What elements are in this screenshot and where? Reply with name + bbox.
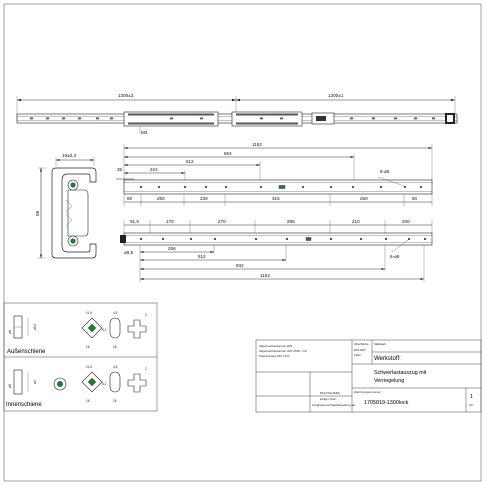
ball-bearings bbox=[128, 113, 298, 125]
svg-text:2: 2 bbox=[145, 367, 147, 371]
outer-rail-side-view: 1152 864 512 224 35 bbox=[116, 142, 433, 206]
outer-hole-label: 6-ø5 bbox=[380, 169, 390, 174]
dim-inner-170: 170 bbox=[166, 219, 174, 224]
tolerance-note: Toleranzweg DIN 7167 bbox=[259, 354, 290, 358]
tolerance-note: Allgemeintoleranzen DIN bbox=[259, 344, 292, 348]
sheet-frame bbox=[3, 3, 482, 482]
drawing-title: Schwerlastauszug mit bbox=[374, 370, 427, 376]
svg-text:ø4: ø4 bbox=[33, 380, 37, 384]
dim-inner-832: 832 bbox=[236, 263, 244, 268]
svg-text:5,2: 5,2 bbox=[102, 328, 107, 332]
drawing-number: 1705819-1300lock bbox=[364, 400, 409, 406]
svg-text:16: 16 bbox=[113, 399, 117, 403]
drawing-number-label: Zeichnungsnummer: bbox=[354, 390, 382, 394]
svg-text:ø6: ø6 bbox=[8, 330, 12, 334]
dim-outer-864: 864 bbox=[224, 151, 232, 156]
dim-outer-512: 512 bbox=[186, 159, 194, 164]
svg-text:16: 16 bbox=[86, 399, 90, 403]
dim-top-right: 1300±1 bbox=[328, 93, 344, 98]
dim-outer-250: 250 bbox=[360, 196, 368, 201]
company-line: MULTIGLIDES bbox=[320, 391, 340, 395]
dim-outer-315: 315 bbox=[272, 196, 280, 201]
title-block: Allgemeintoleranzen DIN Allgemeintoleran… bbox=[255, 339, 482, 413]
top-view-holes bbox=[30, 117, 435, 120]
svg-text:ø8: ø8 bbox=[8, 384, 12, 388]
dim-inner-200: 200 bbox=[402, 219, 410, 224]
dim-profile-width: 19±0,3 bbox=[62, 153, 76, 158]
svg-text:4,5: 4,5 bbox=[113, 311, 118, 315]
inner-rail-holes bbox=[140, 237, 426, 241]
dim-outer-230: 230 bbox=[200, 196, 208, 201]
tolerance-note: Allgemeintoleranzen ISO 2768 - mK bbox=[259, 349, 307, 353]
outer-detail-title: Außenschiene bbox=[7, 349, 46, 355]
profile-outline bbox=[51, 167, 97, 259]
dim-outer-1152: 1152 bbox=[252, 142, 262, 147]
company-line: Holger Graf bbox=[320, 397, 336, 401]
svg-text:ø6,2: ø6,2 bbox=[33, 323, 37, 330]
dim-inner-1152: 1152 bbox=[260, 273, 270, 278]
inner-hole-label: 6-ø5 bbox=[390, 254, 400, 259]
top-view: 1300±3 1300±1 bbox=[16, 93, 458, 135]
detail-views: Außenschiene ø6 ø6,2 11,5 16 4,5 5,2 16 … bbox=[3, 302, 158, 412]
dim-outer-260: 260 bbox=[157, 196, 165, 201]
svg-text:11,5: 11,5 bbox=[86, 365, 92, 369]
dim-inner-270: 270 bbox=[218, 219, 226, 224]
company-line: info@www.schwerlastauszug.de bbox=[312, 403, 355, 407]
inner-detail-title: Innenschiene bbox=[6, 402, 42, 408]
svg-text:5,2: 5,2 bbox=[102, 382, 107, 386]
surface-header: Oberfläche bbox=[354, 342, 369, 346]
dim-profile-height: 58 bbox=[35, 210, 40, 216]
profile-section: 19±0,3 58 bbox=[35, 153, 97, 259]
dim-top-left: 1300±3 bbox=[118, 93, 134, 98]
drawing-title: Verriegelung bbox=[374, 378, 404, 384]
dim-inner-512: 512 bbox=[198, 254, 206, 259]
material-label: Werkstoff: bbox=[374, 356, 401, 362]
scale-header: Maßstab bbox=[374, 342, 386, 346]
outer-rail-body bbox=[123, 179, 433, 195]
dim-outer-80b: 80 bbox=[412, 196, 418, 201]
sheet-size: A3 bbox=[469, 403, 473, 407]
svg-text:11,5: 11,5 bbox=[86, 311, 92, 315]
dim-outer-35: 35 bbox=[117, 167, 123, 172]
dim-inner-256: 256 bbox=[168, 246, 176, 251]
dim-inner-210: 210 bbox=[352, 219, 360, 224]
dim-m4: M4 bbox=[141, 130, 148, 135]
dim-inner-d9-5: ø9,5 bbox=[124, 250, 134, 255]
dim-outer-80a: 80 bbox=[127, 196, 133, 201]
svg-text:16: 16 bbox=[86, 345, 90, 349]
svg-text:4,5: 4,5 bbox=[113, 365, 118, 369]
sheet-number: 1 bbox=[470, 394, 473, 400]
svg-text:2: 2 bbox=[145, 313, 147, 317]
standard-line: DIN ISO bbox=[354, 348, 366, 352]
standard-line: 1302 bbox=[354, 353, 361, 357]
outer-rail-holes bbox=[140, 185, 422, 189]
svg-text:16: 16 bbox=[113, 345, 117, 349]
inner-rail-side-view: 91,5 170 270 295 210 200 6-ø5 ø9,5 bbox=[120, 219, 433, 282]
dim-inner-295: 295 bbox=[287, 219, 295, 224]
dim-outer-224: 224 bbox=[150, 167, 158, 172]
dim-inner-91-5: 91,5 bbox=[130, 219, 139, 224]
